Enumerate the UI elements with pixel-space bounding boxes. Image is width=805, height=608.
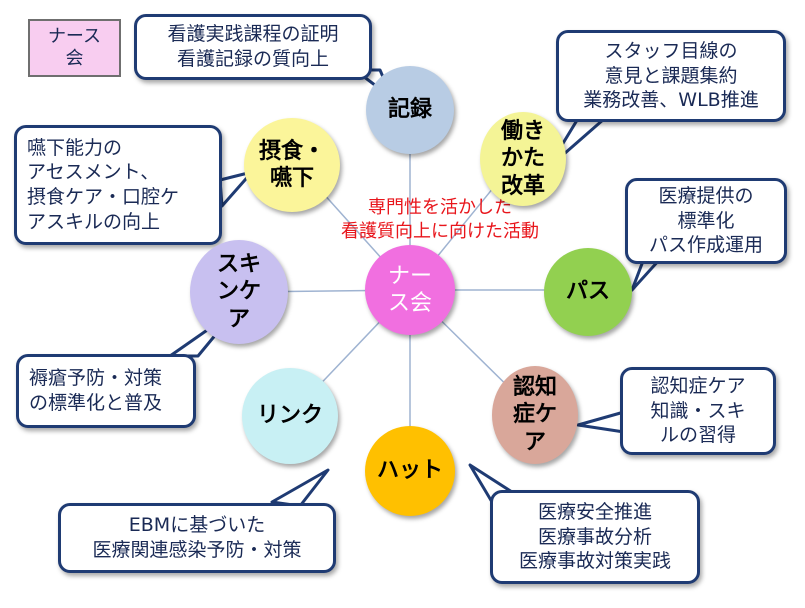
node-dementia: 認知 症ケ ア — [492, 366, 578, 464]
callout-record: 看護実践課程の証明 看護記録の質向上 — [134, 14, 372, 80]
nurse-association-title: ナース 会 — [28, 19, 121, 77]
callout-dementia: 認知症ケア 知識・スキ ルの習得 — [620, 367, 776, 455]
callout-swallow: 嚥下能力の アセスメント、 摂食ケア・口腔ケ アスキルの向上 — [14, 125, 222, 245]
tail-link — [270, 468, 330, 508]
node-path: パス — [544, 248, 632, 336]
hub-nurse-association: ナー ス会 — [365, 245, 455, 335]
callout-work-style: スタッフ目線の 意見と課題集約 業務改善、WLB推進 — [556, 30, 786, 122]
node-hat: ハット — [365, 426, 455, 516]
node-link: リンク — [242, 368, 338, 464]
node-skincare: スキ ンケ ア — [190, 240, 288, 344]
center-caption: 専門性を活かした 看護質向上に向けた活動 — [341, 197, 539, 243]
callout-hat: 医療安全推進 医療事故分析 医療事故対策実践 — [490, 490, 700, 584]
node-swallow: 摂食・ 嚥下 — [244, 118, 340, 212]
node-work-style: 働き かた 改革 — [480, 112, 566, 206]
callout-skincare: 褥瘡予防・対策 の標準化と普及 — [16, 354, 196, 428]
callout-path: 医療提供の 標準化 パス作成運用 — [625, 178, 787, 264]
callout-link: EBMに基づいた 医療関連感染予防・対策 — [58, 503, 336, 573]
node-record: 記録 — [366, 66, 454, 154]
tail-dementia — [576, 410, 626, 434]
